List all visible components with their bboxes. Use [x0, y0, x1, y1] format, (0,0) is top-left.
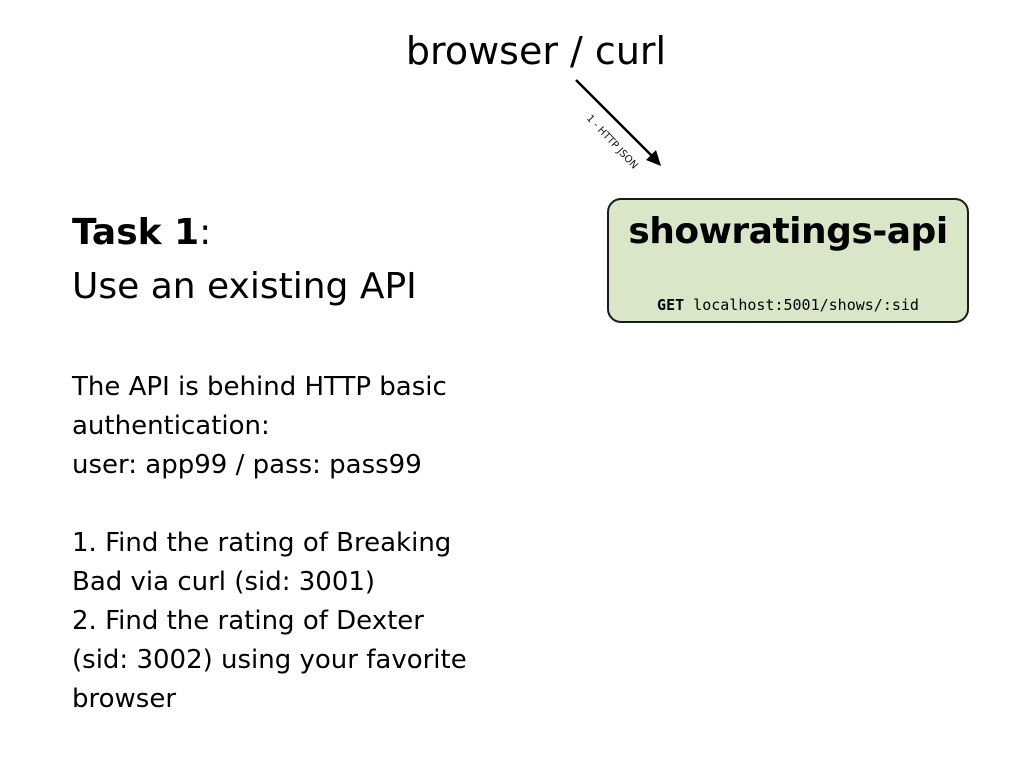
api-name: showratings-api: [628, 211, 948, 252]
step-2-line-2: (sid: 3002) using your favorite: [72, 645, 467, 675]
step-1-line-1: 1. Find the rating of Breaking: [72, 528, 452, 558]
step-2-line-3: browser: [72, 684, 177, 714]
request-arrow: [575, 79, 661, 166]
task-number: Task 1: [72, 212, 200, 253]
auth-line-2: authentication:: [72, 411, 270, 441]
step-1-line-2: Bad via curl (sid: 3001): [72, 567, 376, 597]
task-body: The API is behind HTTP basic authenticat…: [72, 368, 492, 719]
task-subtitle: Use an existing API: [72, 266, 417, 307]
request-arrow-line: [575, 79, 655, 159]
request-arrow-head: [646, 150, 661, 166]
api-endpoint-line: GET localhost:5001/shows/:sid: [609, 296, 967, 314]
auth-line-3: user: app99 / pass: pass99: [72, 450, 422, 480]
api-method: GET: [657, 296, 685, 314]
auth-line-1: The API is behind HTTP basic: [72, 372, 447, 402]
spacer: [72, 485, 492, 524]
task-heading: Task 1: Use an existing API: [72, 206, 417, 314]
step-2-line-1: 2. Find the rating of Dexter: [72, 606, 424, 636]
client-label: browser / curl: [405, 29, 667, 73]
task-colon: :: [199, 212, 212, 253]
api-box: showratings-api GET localhost:5001/shows…: [607, 198, 969, 323]
api-endpoint: localhost:5001/shows/:sid: [693, 296, 919, 314]
